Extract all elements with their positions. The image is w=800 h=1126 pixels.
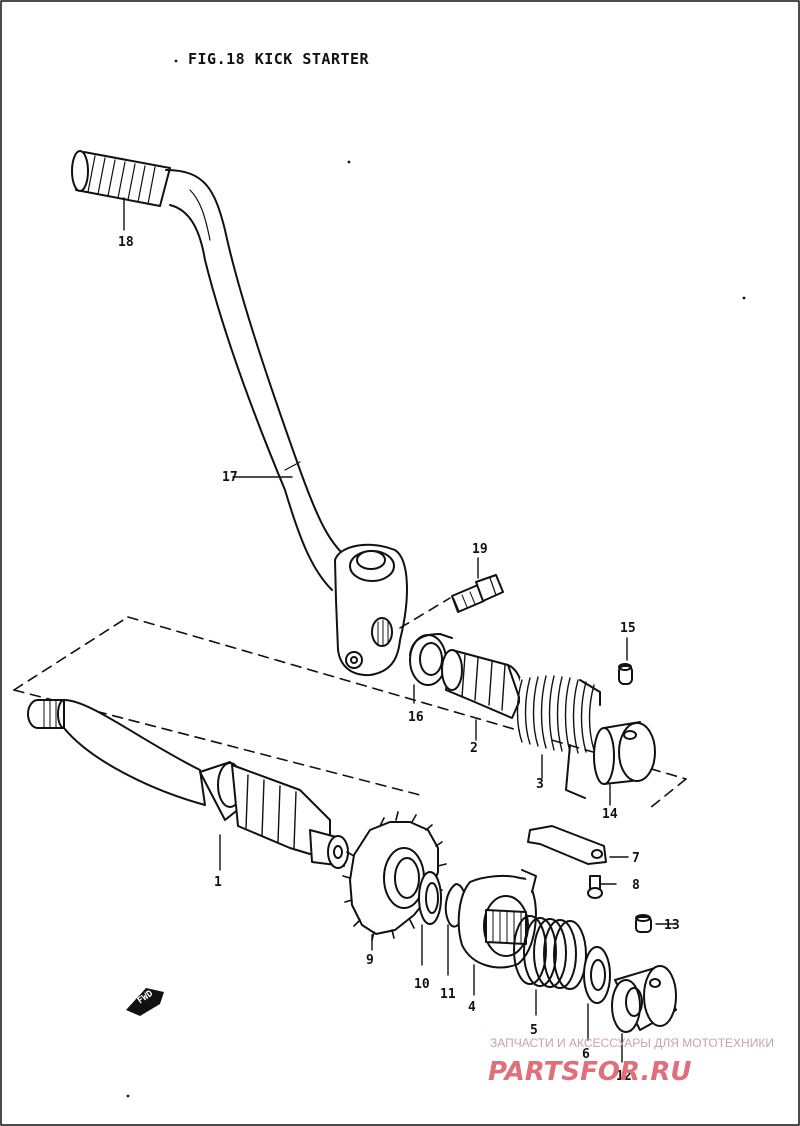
callout-3: 3 [536,777,544,792]
callout-13: 13 [664,918,680,933]
kick-starter-lever-part-17 [165,169,408,677]
callout-1: 1 [214,875,222,890]
kick-starter-gear-part-9 [342,811,447,951]
callout-10: 10 [414,977,430,992]
callout-2: 2 [470,741,478,756]
watermark-logo: PARTSFOR.RU [488,1057,691,1087]
callout-15: 15 [620,621,636,636]
callout-9: 9 [366,953,374,968]
callout-12: 12 [616,1069,632,1084]
kick-pedal-rubber-part-18 [71,150,171,231]
screw-part-8 [587,875,617,899]
watermark: ЗАПЧАСТИ И АКСЕССУАРЫ ДЛЯ МОТОТЕХНИКИ PA… [488,1036,774,1087]
callout-6: 6 [582,1047,590,1062]
callout-17: 17 [222,470,238,485]
spring-guide-part-14 [593,721,656,806]
kick-starter-spring-part-3 [516,675,602,799]
pin-part-15 [618,637,633,685]
kick-starter-guide-part-2 [441,649,525,741]
watermark-caption: ЗАПЧАСТИ И АКСЕССУАРЫ ДЛЯ МОТОТЕХНИКИ [490,1036,774,1050]
ratchet-spring-part-5 [513,915,587,1016]
forward-direction-arrow: FWD [126,988,164,1016]
washer-part-6 [583,946,611,1041]
callout-18: 18 [118,235,134,250]
callout-19: 19 [472,542,488,557]
callout-4: 4 [468,1000,476,1015]
callout-16: 16 [408,710,424,725]
collar-part-12 [611,965,677,1063]
bolt-part-19 [451,557,504,613]
callout-8: 8 [632,878,640,893]
kick-starter-shaft-part-1 [27,699,349,871]
figure-title: FIG.18 KICK STARTER [188,50,370,68]
pin-part-13 [635,914,677,933]
callout-14: 14 [602,807,618,822]
oil-seal-part-16 [409,633,453,704]
callout-11: 11 [440,987,456,1002]
kick-starter-ratchet-part-4 [457,869,537,996]
washer-part-10 [418,871,442,966]
stopper-plate-part-7 [527,825,629,865]
callout-7: 7 [632,851,640,866]
callout-5: 5 [530,1023,538,1038]
